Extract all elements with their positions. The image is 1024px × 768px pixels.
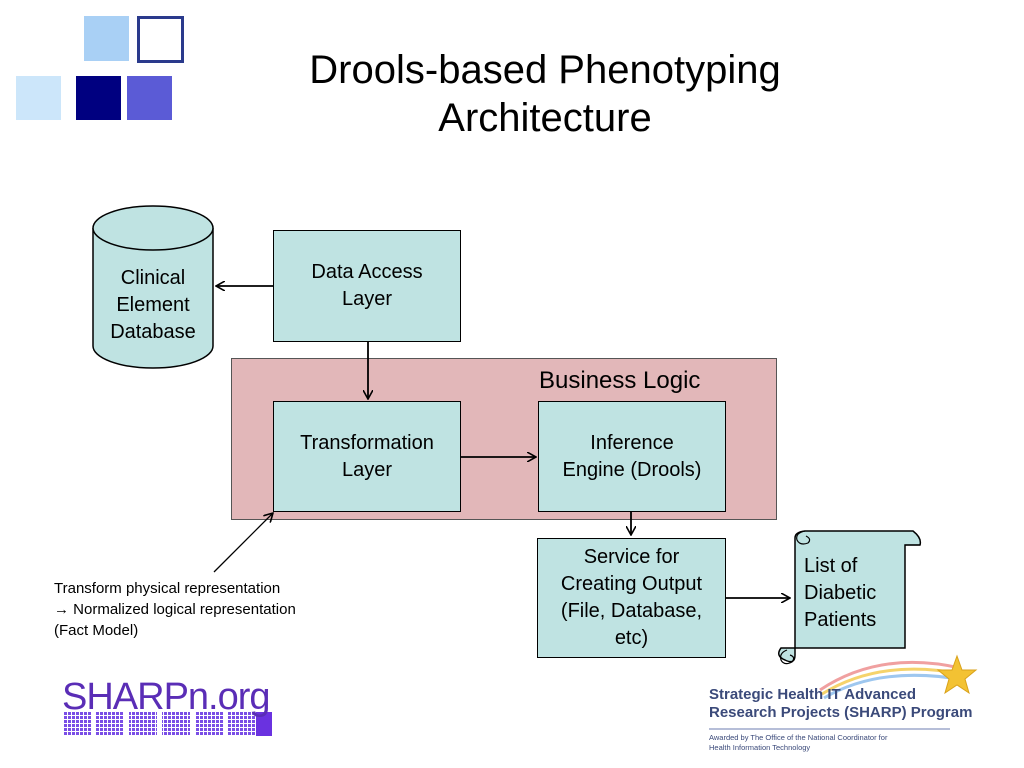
deco-square-navy — [76, 76, 121, 120]
inference-engine-label: Inference Engine (Drools) — [562, 431, 702, 481]
arrow-annotation-pointer — [213, 513, 273, 573]
transformation-layer-box: Transformation Layer — [273, 401, 461, 512]
transformation-annotation: Transform physical representation → Norm… — [54, 580, 296, 639]
clinical-element-database: Clinical Element Database — [93, 250, 213, 360]
database-label: Clinical Element Database — [110, 266, 196, 343]
sharpn-logo-grid — [63, 712, 272, 736]
deco-square-pale-blue — [16, 76, 61, 120]
transformation-layer-label: Transformation Layer — [300, 431, 434, 481]
data-access-layer-box: Data Access Layer — [273, 230, 461, 342]
diabetic-patients-list-label: List of Diabetic Patients — [804, 555, 877, 631]
deco-square-outline — [137, 16, 184, 63]
slide-title: Drools-based Phenotyping Architecture — [309, 48, 781, 140]
output-service-box: Service for Creating Output (File, Datab… — [537, 538, 726, 658]
output-service-label: Service for Creating Output (File, Datab… — [560, 546, 703, 649]
deco-square-light-blue — [84, 16, 129, 61]
sharp-program-title: Strategic Health IT Advanced Research Pr… — [709, 686, 973, 721]
business-logic-label: Business Logic — [539, 367, 701, 394]
inference-engine-box: Inference Engine (Drools) — [538, 401, 726, 512]
output-scroll-shape — [778, 530, 922, 665]
sharpn-logo-text: SHARPn.org — [62, 676, 271, 718]
deco-square-periwinkle — [127, 76, 172, 120]
sharp-star-icon — [936, 654, 978, 695]
data-access-layer-label: Data Access Layer — [311, 261, 423, 310]
database-cylinder — [92, 205, 214, 369]
sharp-program-subtitle: Awarded by The Office of the National Co… — [709, 733, 888, 752]
